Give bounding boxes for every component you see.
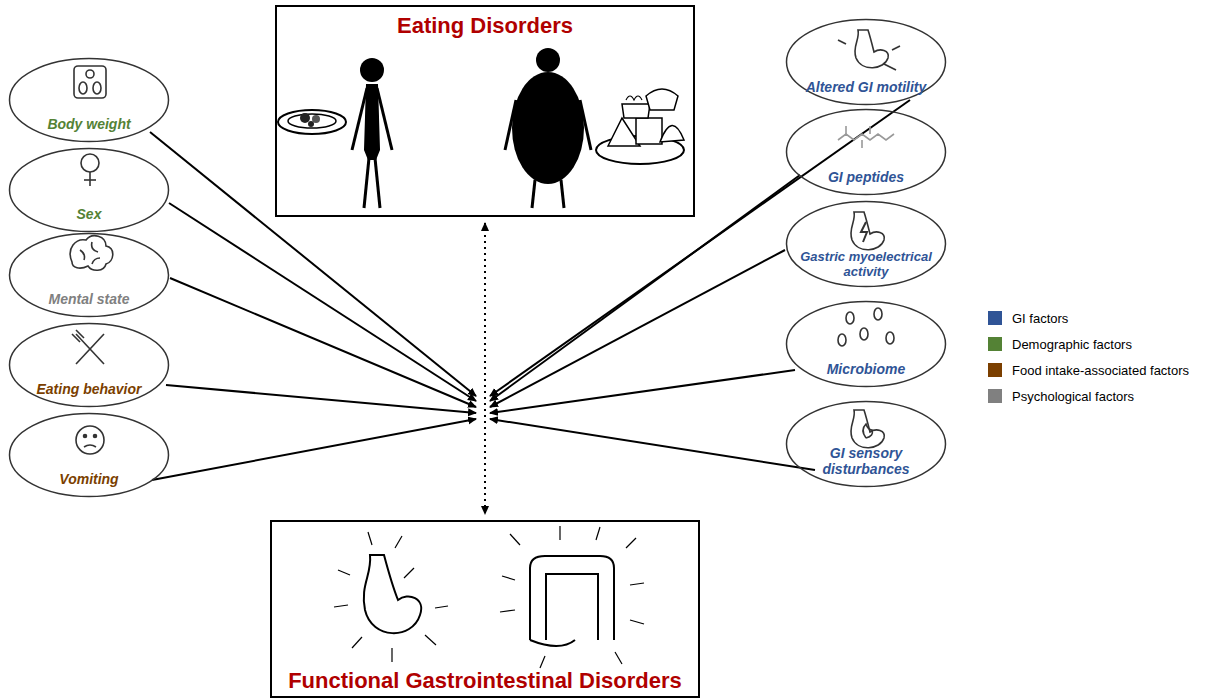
factor-label-wrap: Body weight	[22, 116, 156, 132]
ellipse-shape	[787, 110, 946, 195]
legend-row: GI factors	[988, 305, 1189, 331]
gi-organ-illustration	[334, 526, 644, 668]
legend-row: Demographic factors	[988, 331, 1189, 357]
factor-label-wrap: Eating behavior	[22, 381, 156, 397]
factor-ellipse: Gastric myoelectrical activity	[785, 200, 947, 288]
legend-row: Food intake-associated factors	[988, 357, 1189, 383]
factor-ellipse: Eating behavior	[8, 322, 170, 408]
ellipse-shape	[10, 234, 169, 317]
factor-label-wrap: Microbiome	[799, 361, 933, 377]
ellipse-shape	[10, 414, 169, 497]
ellipse-shape	[787, 302, 946, 387]
dotted-connector	[484, 223, 486, 514]
factor-label: Mental state	[22, 291, 156, 307]
legend-row: Psychological factors	[988, 383, 1189, 409]
ellipse-shape	[10, 59, 169, 142]
legend-label: Food intake-associated factors	[1012, 363, 1189, 378]
factor-ellipse: Body weight	[8, 57, 170, 143]
factor-label: GI sensory disturbances	[799, 445, 933, 477]
factor-ellipse: Sex	[8, 147, 170, 233]
ellipse-shape	[787, 20, 946, 105]
factor-label: Sex	[22, 206, 156, 222]
factor-ellipse: GI sensory disturbances	[785, 400, 947, 488]
disorder-box: Eating Disorders	[275, 5, 695, 217]
disorder-title: Eating Disorders	[277, 13, 693, 39]
factor-label-wrap: Mental state	[22, 291, 156, 307]
factor-label-wrap: Gastric myoelectrical activity	[799, 249, 933, 279]
factor-ellipse: Microbiome	[785, 300, 947, 388]
factor-label: Body weight	[22, 116, 156, 132]
legend-swatch	[988, 389, 1002, 403]
factor-label: Vomiting	[22, 471, 156, 487]
factor-label-wrap: GI peptides	[799, 169, 933, 185]
factor-label: Microbiome	[799, 361, 933, 377]
factor-icons	[70, 30, 900, 454]
legend-label: Psychological factors	[1012, 389, 1134, 404]
factor-label: Eating behavior	[22, 381, 156, 397]
factor-ellipse: Altered GI motility	[785, 18, 947, 106]
legend-swatch	[988, 363, 1002, 377]
factor-label: Altered GI motility	[799, 79, 933, 95]
ellipse-shape	[10, 324, 169, 407]
factor-label-wrap: Vomiting	[22, 471, 156, 487]
factor-label-wrap: GI sensory disturbances	[799, 445, 933, 477]
disorder-box: Functional Gastrointestinal Disorders	[270, 520, 700, 698]
legend-swatch	[988, 311, 1002, 325]
factor-label: Gastric myoelectrical activity	[799, 249, 933, 279]
eating-disorders-illustration	[278, 48, 684, 208]
factor-ellipse: Mental state	[8, 232, 170, 318]
factor-ellipse: Vomiting	[8, 412, 170, 498]
ellipse-shape	[10, 149, 169, 232]
legend-label: Demographic factors	[1012, 337, 1132, 352]
factor-label-wrap: Sex	[22, 206, 156, 222]
ellipse-shape	[787, 402, 946, 487]
disorder-title: Functional Gastrointestinal Disorders	[272, 668, 698, 694]
legend-swatch	[988, 337, 1002, 351]
legend-label: GI factors	[1012, 311, 1068, 326]
ellipse-shape	[787, 202, 946, 287]
factor-label-wrap: Altered GI motility	[799, 79, 933, 95]
legend: GI factorsDemographic factorsFood intake…	[988, 305, 1189, 409]
factor-ellipse: GI peptides	[785, 108, 947, 196]
factor-label: GI peptides	[799, 169, 933, 185]
